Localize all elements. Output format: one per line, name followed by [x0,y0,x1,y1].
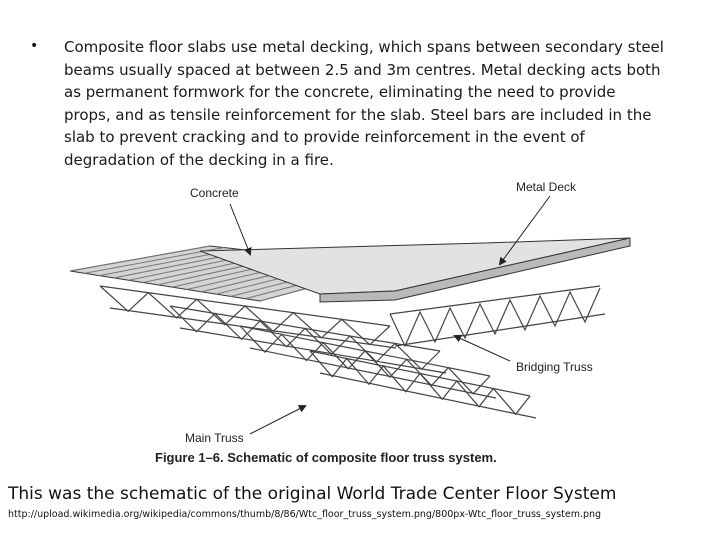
floor-truss-figure: Concrete Metal Deck Bridging Truss Main … [60,176,660,472]
bullet-text: Composite floor slabs use metal decking,… [64,38,664,169]
deck-rib [69,245,211,272]
deck-rib [84,247,224,274]
note-text: This was the schematic of the original W… [8,484,617,504]
leader-arrows [229,195,551,435]
concrete-arrow [229,203,252,256]
concrete-slab-edge [319,237,631,303]
bullet-marker: • [30,38,39,54]
label-bridging-truss: Bridging Truss [516,360,593,374]
label-concrete: Concrete [190,186,239,200]
bridging-truss-arrow [453,334,511,362]
figure-caption: Figure 1–6. Schematic of composite floor… [155,450,497,465]
main-truss-arrow [249,405,307,435]
truss-bottom-chord [179,327,447,374]
truss-web [309,350,531,416]
truss-bottom-chord [319,372,537,419]
truss-web [99,285,391,346]
floor-truss-schematic [69,195,631,435]
source-url: http://upload.wikimedia.org/wikipedia/co… [8,509,602,520]
truss-web [239,325,491,395]
bridging-truss [389,285,606,348]
metal-deck-arrow [498,195,551,266]
truss-bottom-chord [249,347,497,399]
label-main-truss: Main Truss [185,431,244,445]
truss-web [169,305,441,371]
main-trusses [99,285,537,419]
label-metal-deck: Metal Deck [516,180,577,194]
